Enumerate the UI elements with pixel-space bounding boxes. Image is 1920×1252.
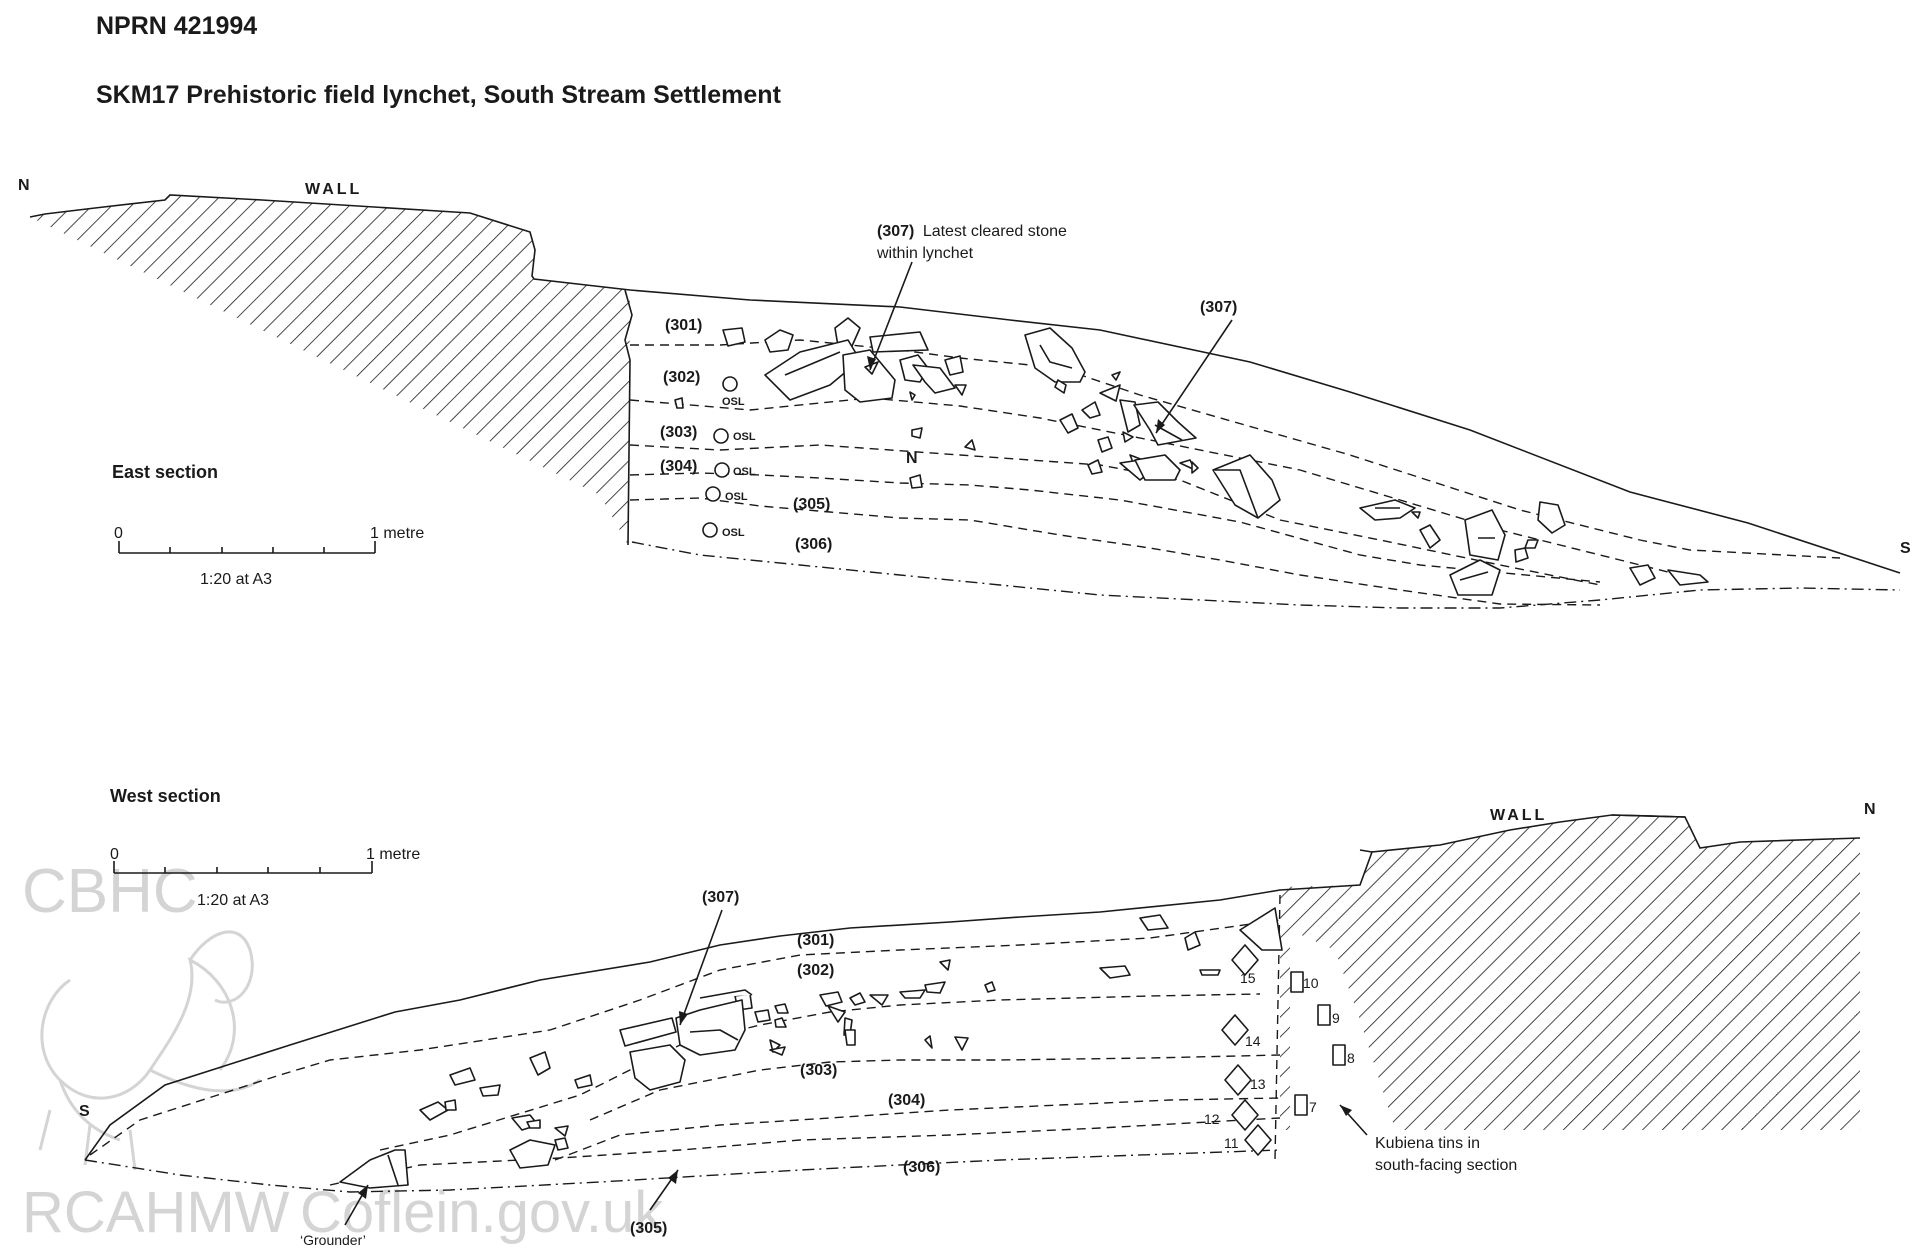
west-scale-ratio: 1:20 at A3 xyxy=(197,892,269,909)
east-annotation-text-1: Latest cleared stone xyxy=(923,223,1067,240)
east-section-title: East section xyxy=(112,462,218,482)
west-boundary-302-303 xyxy=(379,993,1261,1151)
west-boundary-305-306 xyxy=(329,1117,1281,1186)
east-boundary-305-306 xyxy=(629,497,1601,606)
east-label-307-arrowhead xyxy=(1156,419,1165,433)
west-grounder-label: ‘Grounder’ xyxy=(300,1232,366,1247)
west-kubiena-arrowhead xyxy=(1340,1105,1352,1116)
dragon-emblem xyxy=(38,930,261,1171)
west-layer-306: (306) xyxy=(903,1159,940,1176)
east-scale-end: 1 metre xyxy=(370,525,424,542)
west-wall-hatch xyxy=(1280,815,1860,1130)
west-boundary-301-302 xyxy=(89,919,1281,1156)
east-layer-303: (303) xyxy=(660,424,697,441)
east-boundary-304-305 xyxy=(629,472,1601,583)
west-layer-303: (303) xyxy=(800,1062,837,1079)
west-grounder-arrowhead xyxy=(358,1185,368,1199)
east-boundary-303-304 xyxy=(629,444,1601,586)
east-annotation-text-2: within lynchet xyxy=(876,245,974,262)
watermark: CBHC RCAHMW Coflein.gov.uk xyxy=(22,857,664,1245)
west-tin-10: 10 xyxy=(1303,975,1319,991)
west-label-307-arrowhead xyxy=(679,1011,688,1025)
east-boundary-302-303 xyxy=(629,397,1681,576)
west-tin-15: 15 xyxy=(1240,970,1256,986)
west-stones xyxy=(339,907,1283,1189)
east-osl-label-2: OSL xyxy=(733,431,756,443)
east-scale-zero: 0 xyxy=(114,525,123,542)
east-wall-label: WALL xyxy=(305,181,362,198)
east-ground-surface xyxy=(29,194,1901,574)
west-scale-bar xyxy=(113,861,373,874)
east-layer-306: (306) xyxy=(795,536,832,553)
east-osl-label-1: OSL xyxy=(722,396,745,408)
nprn-reference: NPRN 421994 xyxy=(96,12,257,40)
west-tin-9: 9 xyxy=(1332,1010,1340,1026)
west-tin-12: 12 xyxy=(1204,1111,1220,1127)
west-north-marker: N xyxy=(1864,801,1876,818)
west-scale-zero: 0 xyxy=(110,846,119,863)
west-layer-305-arrowhead xyxy=(668,1170,678,1184)
west-tin-11: 11 xyxy=(1224,1135,1239,1151)
east-osl-label-5: OSL xyxy=(722,527,745,539)
east-label-307-arrow xyxy=(1155,319,1233,434)
east-label-307: (307) xyxy=(1200,299,1237,316)
watermark-site: Coflein.gov.uk xyxy=(300,1180,664,1245)
west-section-title: West section xyxy=(110,786,221,806)
east-osl-label-4: OSL xyxy=(725,491,748,503)
east-south-marker: S xyxy=(1900,540,1911,557)
east-section: OSL OSL OSL OSL OSL (301) (302) (303) (3… xyxy=(18,177,1911,609)
west-south-marker: S xyxy=(79,1103,90,1120)
west-wall-top xyxy=(1359,814,1686,853)
east-annotation-arrowhead xyxy=(867,356,876,370)
east-annotation-arrow xyxy=(869,261,913,371)
west-tin-13: 13 xyxy=(1250,1076,1266,1092)
east-osl-samples xyxy=(702,376,738,538)
west-layer-301: (301) xyxy=(797,932,834,949)
west-boundary-304-305 xyxy=(554,1097,1281,1161)
west-layer-302: (302) xyxy=(797,962,834,979)
east-scale-bar xyxy=(118,541,376,554)
west-tin-14: 14 xyxy=(1245,1033,1261,1049)
west-base-line xyxy=(84,1149,1281,1193)
east-scale-ratio: 1:20 at A3 xyxy=(200,571,272,588)
watermark-bottom: RCAHMW xyxy=(22,1180,290,1245)
east-layer-301: (301) xyxy=(665,317,702,334)
west-boundary-303-304 xyxy=(589,1054,1281,1121)
east-wall-hatch xyxy=(30,195,630,545)
west-wall-label: WALL xyxy=(1490,807,1547,824)
east-mid-marker: N xyxy=(906,450,918,467)
east-north-marker: N xyxy=(18,177,30,194)
west-ground-surface xyxy=(84,814,1861,1161)
east-osl-label-3: OSL xyxy=(733,466,756,478)
west-section: 10 9 8 7 15 14 13 12 11 (301) (302) (303… xyxy=(79,786,1876,1248)
west-kubiena-label-2: south-facing section xyxy=(1375,1157,1517,1174)
west-label-307-arrow xyxy=(679,909,723,1026)
east-base-line xyxy=(631,541,1901,609)
west-label-307: (307) xyxy=(702,889,739,906)
page-title: SKM17 Prehistoric field lynchet, South S… xyxy=(96,81,782,109)
east-layer-302: (302) xyxy=(663,369,700,386)
west-kubiena-tins xyxy=(1221,944,1346,1156)
east-stones xyxy=(674,317,1709,596)
west-kubiena-panel xyxy=(1290,930,1405,1160)
west-scale-end: 1 metre xyxy=(366,846,420,863)
west-tin-8: 8 xyxy=(1347,1050,1355,1066)
east-cut-edge xyxy=(624,289,633,546)
east-layer-305: (305) xyxy=(793,496,830,513)
west-layer-305: (305) xyxy=(630,1220,667,1237)
east-annotation: (307) Latest cleared stone xyxy=(877,223,1067,240)
west-tin-7: 7 xyxy=(1309,1099,1317,1115)
east-layer-304: (304) xyxy=(660,458,697,475)
east-annotation-bold: (307) xyxy=(877,223,914,240)
west-kubiena-label-1: Kubiena tins in xyxy=(1375,1135,1480,1152)
watermark-top: CBHC xyxy=(22,857,198,926)
west-layer-304: (304) xyxy=(888,1092,925,1109)
